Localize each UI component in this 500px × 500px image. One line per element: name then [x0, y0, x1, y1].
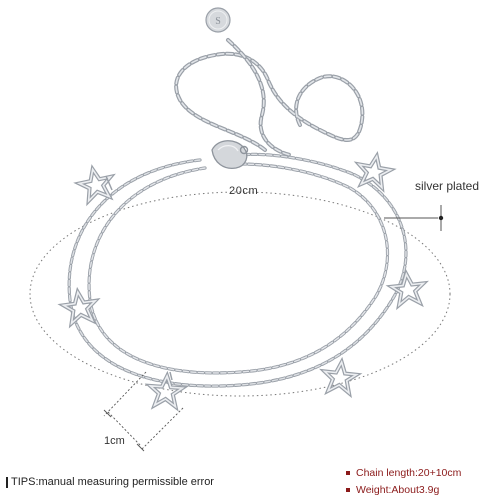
spec-label: Weight:: [356, 483, 392, 496]
tag-engraving: S: [215, 16, 221, 27]
charm-size-label: 1cm: [104, 435, 125, 447]
spec-value: About3.9g: [391, 483, 440, 496]
spec-label: Chain length:: [356, 466, 418, 479]
star-charm-5: [388, 270, 428, 308]
spec-value: 20+10cm: [417, 466, 462, 479]
lobster-clasp: [211, 140, 249, 169]
charm-size-marker: [103, 371, 184, 452]
tips-marker: [6, 476, 8, 488]
spec-row-weight: Weight: About3.9g: [346, 481, 461, 498]
circumference-guide: [29, 191, 451, 397]
extender-chain: [174, 38, 365, 157]
spec-row-chain-length: Chain length: 20+10cm: [346, 464, 461, 481]
brand-tag: S: [205, 7, 231, 33]
spec-bullet: [346, 487, 350, 492]
tips-note: TIPS: manual measuring permissible error: [6, 476, 214, 488]
finish-pointer: [384, 205, 444, 231]
spec-list: Chain length: 20+10cm Weight: About3.9g: [346, 464, 461, 498]
bracelet-chain: [67, 152, 408, 388]
star-charm-4: [320, 358, 360, 396]
star-charm-6: [353, 151, 395, 191]
tips-text: manual measuring permissible error: [38, 476, 214, 488]
finish-label: silver plated: [415, 179, 480, 193]
tips-label: TIPS:: [11, 476, 39, 488]
spec-bullet: [346, 470, 350, 475]
circumference-label: 20cm: [229, 185, 259, 197]
